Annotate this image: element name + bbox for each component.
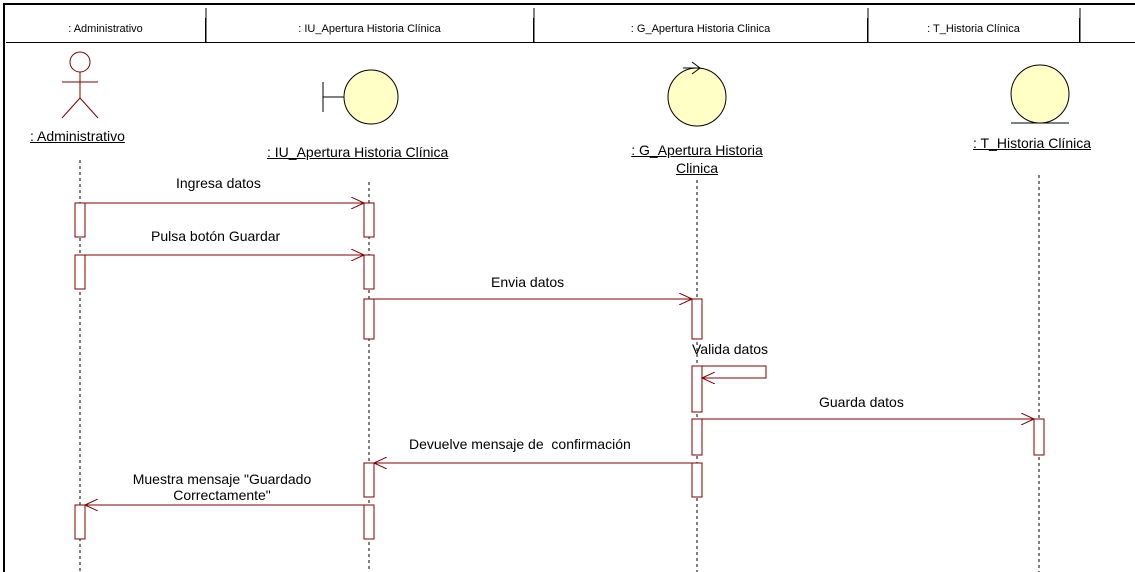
activation-box [691,365,703,413]
activation-box [691,462,703,498]
object-label-t-historia: : T_Historia Clínica [973,135,1092,151]
activation-box [363,462,375,498]
message-label-muestra-mensaje-line2: Correctamente" [173,487,271,503]
activation-box [363,504,375,540]
object-label-g-apertura-line2: Clinica [675,160,718,176]
activation-boxes [74,202,1045,540]
message-label-pulsa-boton: Pulsa botón Guardar [151,228,281,244]
activation-box [1033,418,1045,456]
activation-box [363,298,375,340]
message-label-guarda-datos: Guarda datos [819,394,904,410]
boundary-object-icon[interactable] [322,69,399,125]
message-label-devuelve-mensaje: Devuelve mensaje de confirmación [409,436,631,452]
lifeline-header-bar: : Administrativo : IU_Apertura Historia … [6,18,1135,43]
control-object-icon[interactable] [667,61,727,127]
header-column-label: : T_Historia Clínica [927,23,1020,35]
lifelines [79,160,1040,572]
header-tick-marks [205,8,1081,42]
header-column-label: : G_Apertura Historia Clinica [630,23,771,35]
activation-box [363,202,375,238]
activation-box [74,202,86,238]
activation-box [74,504,86,540]
activation-box [691,418,703,456]
object-label-g-apertura-line1: : G_Apertura Historia [631,142,763,158]
message-label-muestra-mensaje-line1: Muestra mensaje "Guardado [132,471,312,487]
message-label-envia-datos: Envia datos [491,274,565,290]
object-label-iu-apertura: : IU_Apertura Historia Clínica [267,144,449,160]
message-arrow-valida-datos [702,365,767,378]
activation-box [691,298,703,340]
object-label-administrativo: : Administrativo [30,128,125,144]
actor-icon[interactable] [61,51,99,119]
message-label-ingresa-datos: Ingresa datos [176,175,261,191]
header-column-label: : IU_Apertura Historia Clínica [298,23,441,35]
entity-object-icon[interactable] [1010,64,1070,124]
activation-box [74,254,86,290]
activation-box [363,254,375,290]
message-arrows [85,203,1034,505]
message-label-valida-datos: Valida datos [692,341,769,357]
header-column-label: : Administrativo [68,23,143,35]
diagram-frame [3,3,1135,572]
